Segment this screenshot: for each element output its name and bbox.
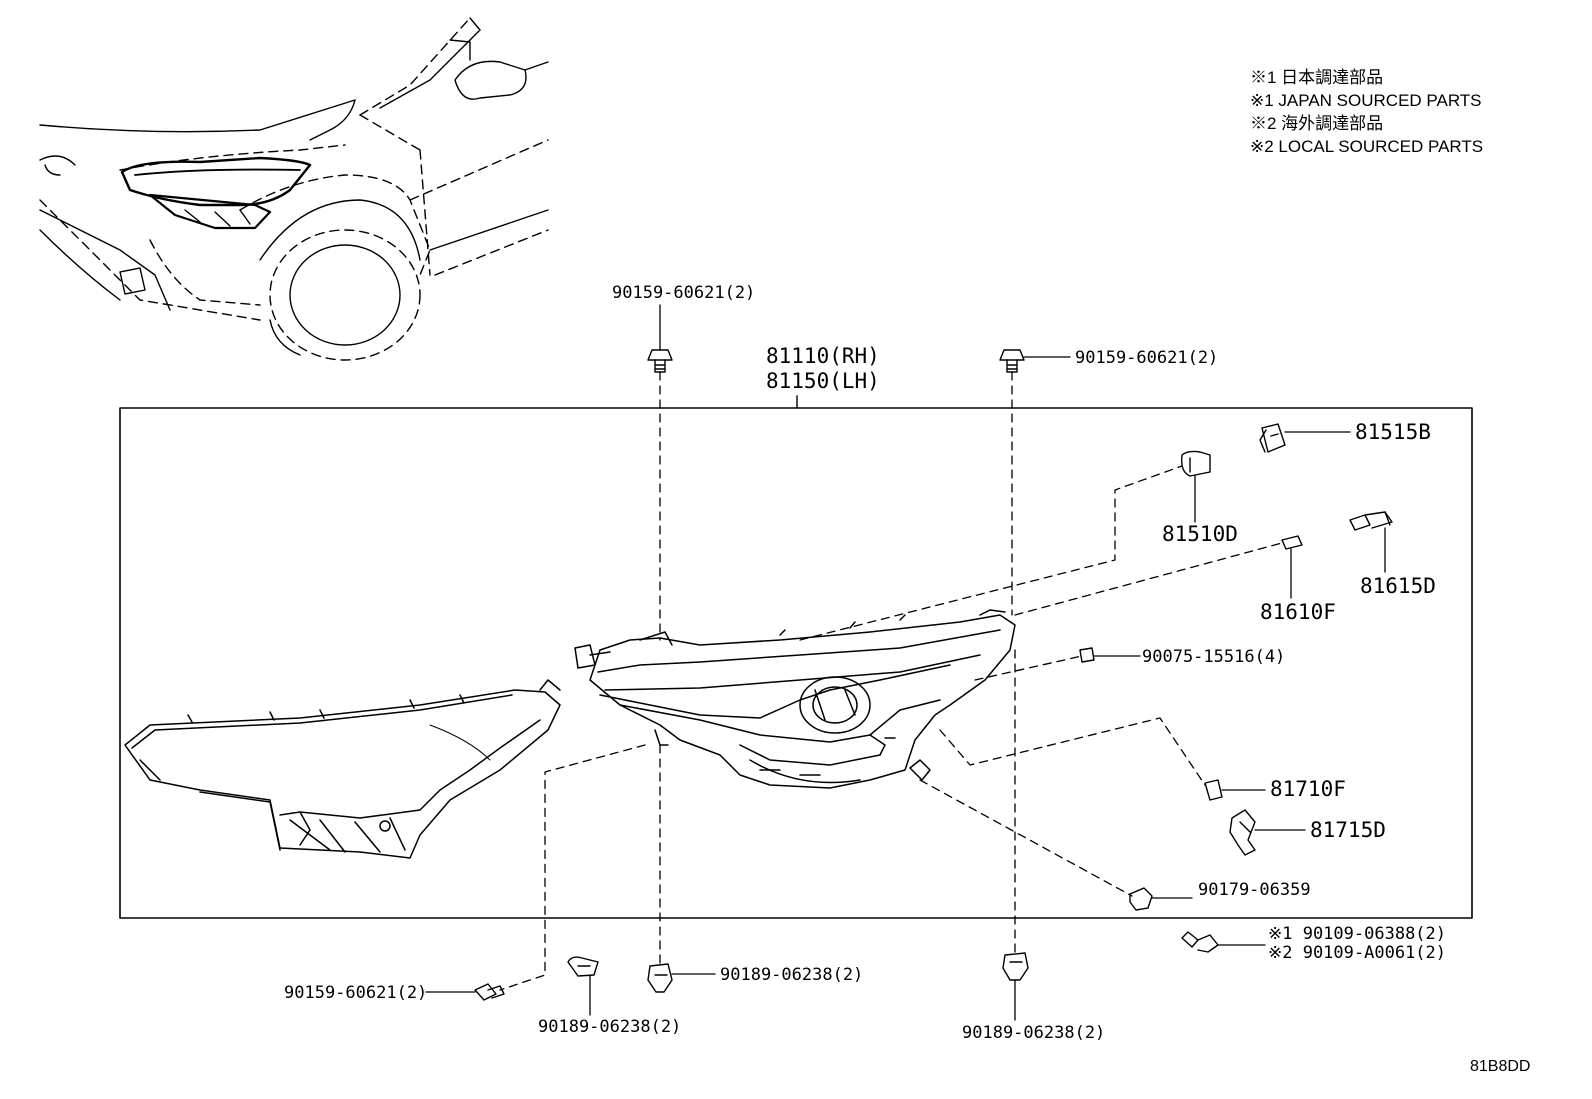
label-bolt-local: ※2 90109-A0061(2) (1268, 943, 1447, 963)
label-clip-bottom-right: 90189-06238(2) (962, 1023, 1106, 1043)
label-81715D: 81715D (1310, 818, 1386, 842)
label-81710F: 81710F (1270, 777, 1346, 801)
label-clip-bottom-left: 90189-06238(2) (538, 1017, 682, 1037)
label-81510D: 81510D (1162, 522, 1238, 546)
label-bolt-top-left: 90159-60621(2) (612, 283, 756, 303)
label-81615D: 81615D (1360, 574, 1436, 598)
small-parts (474, 349, 1393, 1001)
assembly-box (119, 407, 1473, 919)
label-clip-bottom-center: 90189-06238(2) (720, 965, 864, 985)
note-local-jp: ※2 海外調達部品 (1250, 114, 1384, 133)
vehicle-overview-sketch (39, 17, 549, 361)
label-81515B: 81515B (1355, 420, 1431, 444)
assembly-label-rh: 81110(RH) (766, 344, 880, 368)
assembly-label-lh: 81150(LH) (766, 369, 880, 393)
label-bolt-bottom-left: 90159-60621(2) (284, 983, 428, 1003)
diagram-code: 81B8DD (1470, 1058, 1531, 1075)
label-90179: 90179-06359 (1198, 880, 1311, 900)
note-japan-jp: ※1 日本調達部品 (1250, 68, 1384, 87)
headlamp-housing (574, 609, 1016, 789)
label-bolt-japan: ※1 90109-06388(2) (1268, 924, 1447, 944)
leader-lines (425, 304, 1386, 1021)
label-bolt-top-right: 90159-60621(2) (1075, 348, 1219, 368)
note-japan-en: ※1 JAPAN SOURCED PARTS (1250, 91, 1482, 110)
install-lines (499, 371, 1283, 991)
headlamp-lens (124, 679, 561, 859)
label-81610F: 81610F (1260, 600, 1336, 624)
note-local-en: ※2 LOCAL SOURCED PARTS (1250, 137, 1484, 156)
label-90075: 90075-15516(4) (1142, 647, 1286, 667)
